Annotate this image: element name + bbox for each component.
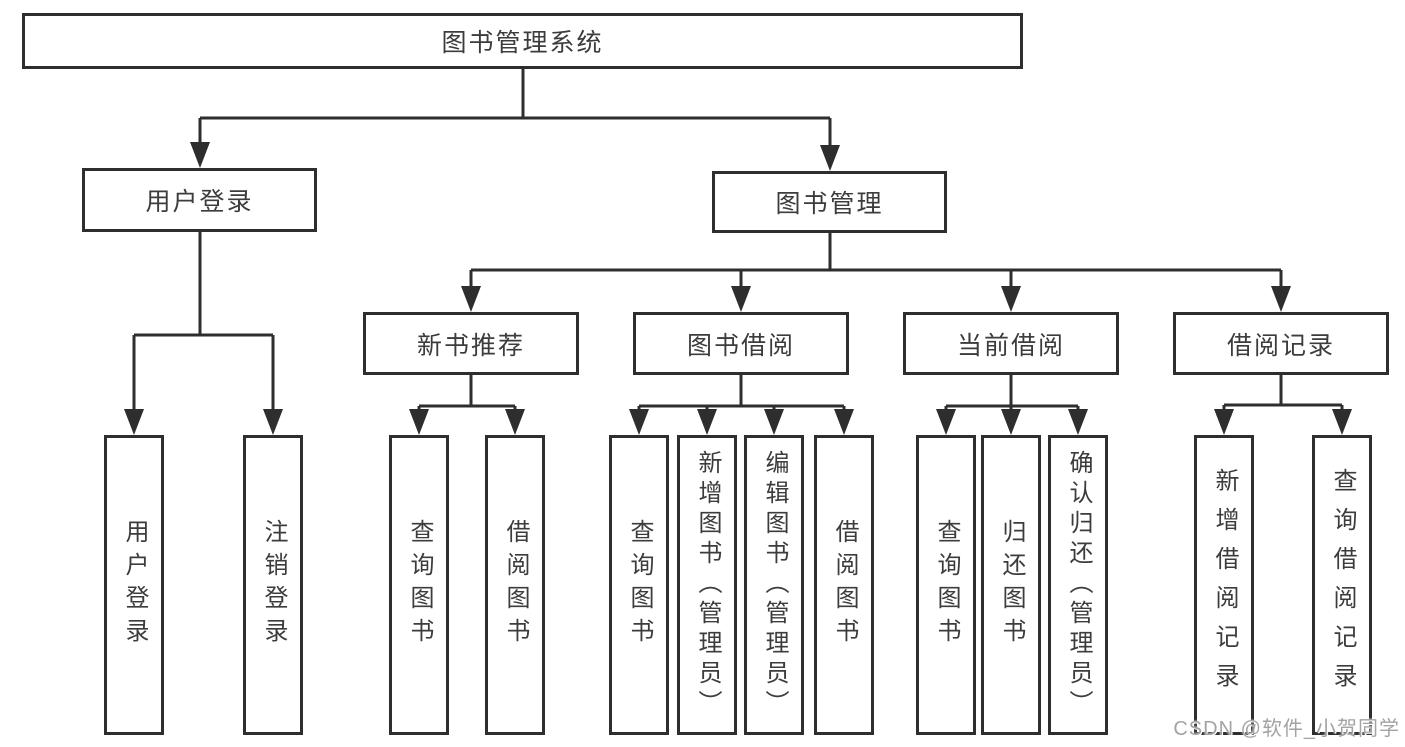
edge-book-mgmt [461,233,1291,312]
arrowhead [1068,409,1088,435]
node-br-add: 新增借阅记录 [1194,435,1254,735]
arrowhead [505,409,525,435]
edge-borrow-record [1214,375,1352,435]
edge-user-login [124,232,283,435]
arrowhead [1001,286,1021,312]
node-book-mgmt: 图书管理 [712,171,947,233]
node-cb-confirm: 确认归还（管理员） [1048,435,1108,735]
node-user-login: 用户登录 [82,168,317,232]
arrowhead [1271,286,1291,312]
node-root: 图书管理系统 [22,13,1023,69]
arrowhead [731,286,751,312]
node-bb-query: 查询图书 [609,435,669,735]
watermark: CSDN @软件_小贺同学 [1173,718,1400,740]
node-ul-login: 用户登录 [104,435,164,735]
node-borrow-record: 借阅记录 [1173,312,1389,375]
node-book-borrow: 图书借阅 [633,312,849,375]
node-ul-logout: 注销登录 [243,435,303,735]
node-nb-borrow: 借阅图书 [485,435,545,735]
arrowhead [1001,409,1021,435]
edge-book-borrow [629,375,854,435]
edge-new-book [409,375,525,435]
arrowhead [190,142,210,168]
arrowhead [263,409,283,435]
arrowhead [1332,409,1352,435]
node-br-query: 查询借阅记录 [1312,435,1372,735]
arrowhead [697,409,717,435]
arrowhead [1214,409,1234,435]
node-cb-query: 查询图书 [916,435,976,735]
arrowhead [461,286,481,312]
node-bb-edit: 编辑图书（管理员） [744,435,804,735]
edge-current-borrow [936,375,1088,435]
arrowhead [820,145,840,171]
node-new-book: 新书推荐 [363,312,579,375]
arrowhead [629,409,649,435]
arrowhead [834,409,854,435]
arrowhead [936,409,956,435]
arrowhead [764,409,784,435]
node-current-borrow: 当前借阅 [903,312,1119,375]
arrowhead [124,409,144,435]
node-bb-add: 新增图书（管理员） [677,435,737,735]
node-cb-return: 归还图书 [981,435,1041,735]
edge-root [190,69,840,171]
arrowhead [409,409,429,435]
node-nb-query: 查询图书 [389,435,449,735]
node-bb-borrow: 借阅图书 [814,435,874,735]
